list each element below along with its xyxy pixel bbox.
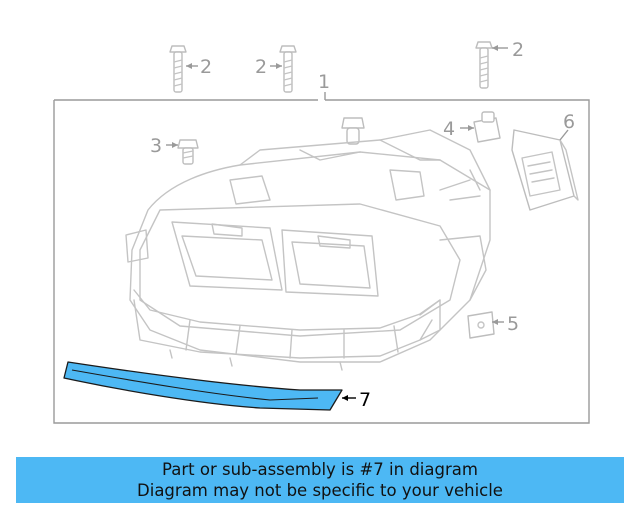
callout-2c: 2 xyxy=(512,39,524,61)
clip-4 xyxy=(473,111,501,143)
callout-2c-arrow xyxy=(492,45,498,51)
assembly-bracket xyxy=(53,99,590,424)
callout-7-arrow xyxy=(342,395,348,401)
bolt-2-left xyxy=(169,45,187,93)
callout-2b: 2 xyxy=(255,56,267,78)
headlamp-assembly-1 xyxy=(125,129,491,371)
parts-diagram: 1 2 2 2 3 4 xyxy=(53,39,590,424)
callout-2b-arrow xyxy=(276,63,282,69)
callout-2a: 2 xyxy=(200,56,212,78)
push-nut xyxy=(341,117,365,145)
callout-3-arrow xyxy=(172,142,178,148)
banner-line-2: Diagram may not be specific to your vehi… xyxy=(137,481,503,500)
callout-5: 5 xyxy=(507,313,519,335)
control-module-6 xyxy=(511,129,579,211)
callout-4-arrow xyxy=(468,125,474,131)
callout-3: 3 xyxy=(150,135,162,157)
bolt-2-middle xyxy=(279,45,297,93)
bolt-2-right xyxy=(475,41,493,89)
info-banner: Part or sub-assembly is #7 in diagram Di… xyxy=(16,457,624,503)
trim-strip-7 xyxy=(63,361,343,411)
callout-1: 1 xyxy=(318,71,330,93)
banner-line-1: Part or sub-assembly is #7 in diagram xyxy=(162,460,478,479)
callout-5-arrow xyxy=(492,319,498,325)
callout-2a-arrow xyxy=(186,63,192,69)
callout-4: 4 xyxy=(443,118,455,140)
trim-strip-7-edge xyxy=(71,369,319,401)
callout-6-leader xyxy=(559,129,569,141)
callout-7: 7 xyxy=(359,389,371,411)
callout-6: 6 xyxy=(563,111,575,133)
screw-3 xyxy=(177,139,199,165)
bracket-5 xyxy=(467,311,495,339)
